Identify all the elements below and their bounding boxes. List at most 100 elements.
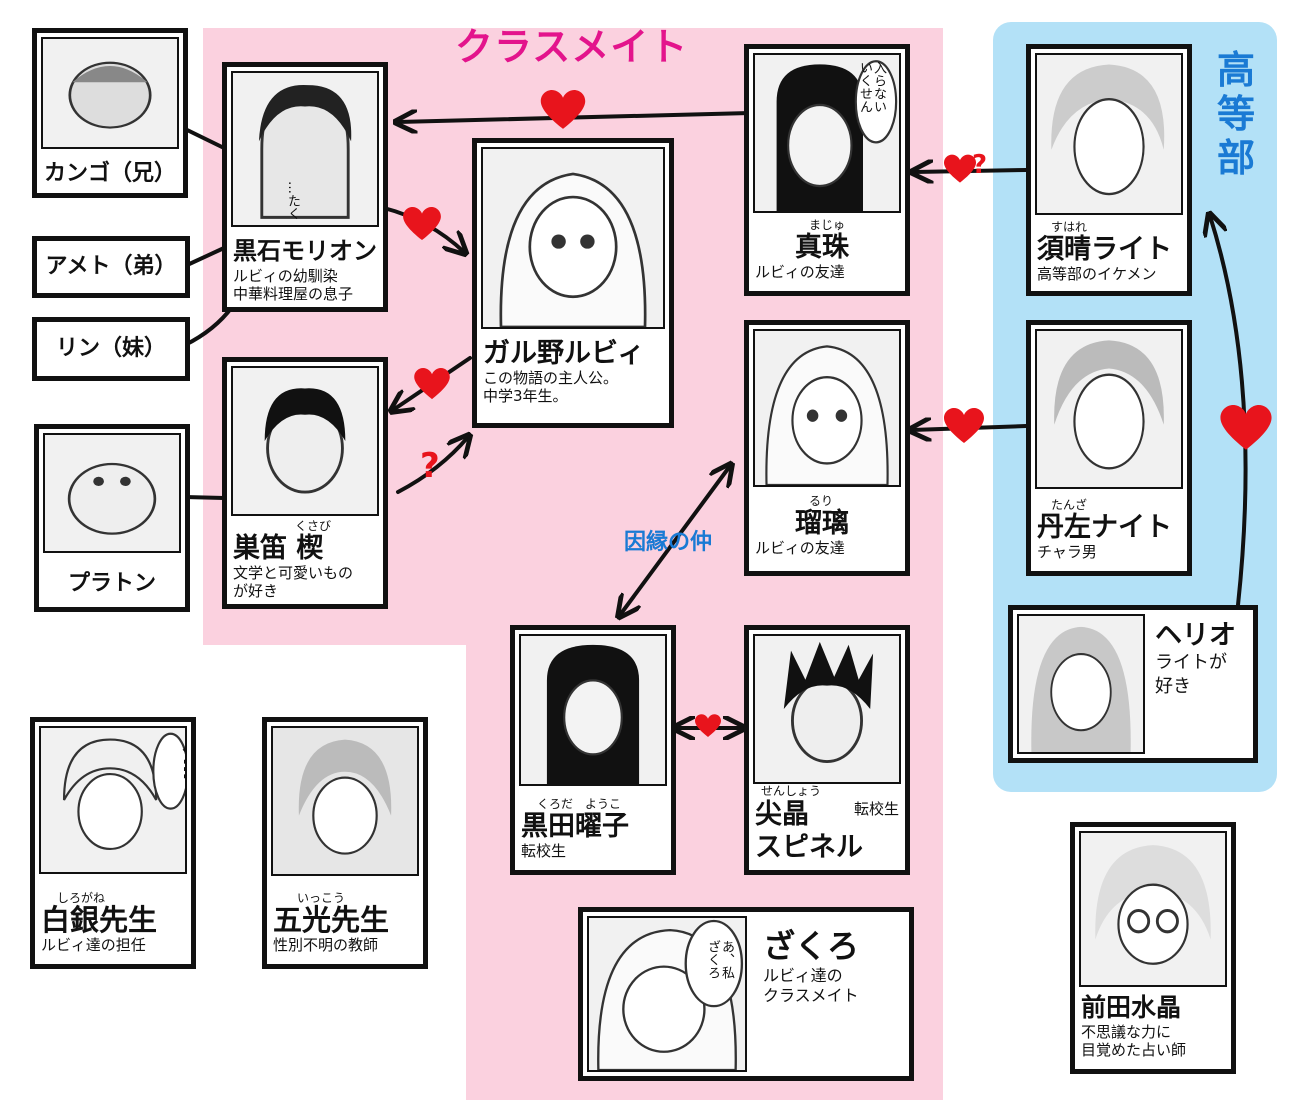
info: たんざ 丹左ナイト チャラ男 xyxy=(1037,498,1181,561)
card-ruri: るり 瑠璃 ルビィの友達 xyxy=(744,320,910,576)
name: ガル野ルビィ xyxy=(483,338,645,369)
card-shirogane: ぺ… しろがね 白銀先生 ルビィ達の担任 xyxy=(30,717,196,969)
description: チャラ男 xyxy=(1037,543,1097,561)
ameto-morion-line xyxy=(183,246,226,268)
info: ガル野ルビィ この物語の主人公。 中学3年生。 xyxy=(483,338,663,405)
yoko-ruri-fate-arrow xyxy=(620,466,730,615)
description: ルビィの幼馴染 中華料理屋の息子 xyxy=(233,267,354,303)
info: せんしょう 転校生 尖晶 スピネル xyxy=(755,784,899,864)
description: ルビィ達の クラスメイト xyxy=(763,966,859,1005)
name: 須晴ライト xyxy=(1037,234,1172,265)
furigana: たんざ xyxy=(1051,498,1088,512)
name: ヘリオ xyxy=(1155,620,1236,651)
card-ikko: いっこう 五光先生 性別不明の教師 xyxy=(262,717,428,969)
info: るり 瑠璃 ルビィの友達 xyxy=(755,494,899,557)
furigana: しろがね xyxy=(57,891,106,905)
description: 不思議な力に 目覚めた占い師 xyxy=(1081,1023,1187,1059)
question-icon: ? xyxy=(420,446,440,486)
info: しろがね 白銀先生 ルビィ達の担任 xyxy=(41,891,185,954)
portrait: 入らない いくせん xyxy=(753,53,901,213)
card-zakuro: あ、私 ざくろ ざくろ ルビィ達の クラスメイト xyxy=(578,907,914,1081)
info: いっこう 五光先生 性別不明の教師 xyxy=(273,891,417,954)
name: 五光先生 xyxy=(273,903,390,937)
name: 前田水晶 xyxy=(1081,993,1182,1022)
name: 瑠璃 xyxy=(795,508,849,539)
info: 黒石モリオン ルビィの幼馴染 中華料理屋の息子 xyxy=(233,236,377,303)
description: 高等部のイケメン xyxy=(1037,265,1157,283)
portrait xyxy=(1079,831,1227,987)
card-kango: カンゴ（兄） xyxy=(32,28,188,198)
furigana: まじゅ xyxy=(809,218,846,232)
description: ライトが 好き xyxy=(1155,652,1227,697)
description: 文学と可愛いもの が好き xyxy=(233,564,354,600)
card-shinju: 入らない いくせん まじゅ 真珠 ルビィの友達 xyxy=(744,44,910,296)
helio-to-light-arrow xyxy=(1210,216,1248,607)
kango-morion-line xyxy=(181,126,226,150)
description: ルビィ達の担任 xyxy=(41,936,146,954)
card-knight: たんざ 丹左ナイト チャラ男 xyxy=(1026,320,1192,576)
heart-icon xyxy=(540,90,586,129)
portrait xyxy=(41,37,179,149)
description: 性別不明の教師 xyxy=(273,936,379,954)
portrait xyxy=(481,147,665,329)
portrait: ぺ… xyxy=(39,726,187,874)
description: この物語の主人公。 中学3年生。 xyxy=(483,369,619,405)
question-icon: ? xyxy=(972,150,988,180)
kusabi-to-ruby-arrow xyxy=(396,437,468,494)
card-helio: ヘリオ ライトが 好き xyxy=(1008,605,1258,763)
portrait: あ、私 ざくろ xyxy=(587,916,747,1072)
card-suisho: 前田水晶 不思議な力に 目覚めた占い師 xyxy=(1070,822,1236,1074)
heart-icon xyxy=(944,408,984,443)
furigana: くろだ ようこ xyxy=(537,797,622,811)
furigana: いっこう xyxy=(297,891,346,905)
name: 白銀先生 xyxy=(41,903,158,937)
info: ヘリオ ライトが 好き xyxy=(1155,620,1236,699)
furigana: すはれ xyxy=(1051,220,1088,234)
rin-morion-line xyxy=(183,305,234,347)
portrait xyxy=(753,329,901,487)
card-spinel: せんしょう 転校生 尖晶 スピネル xyxy=(744,625,910,875)
highschool-title: 高等部 xyxy=(1216,48,1255,180)
card-light: すはれ 須晴ライト 高等部のイケメン xyxy=(1026,44,1192,296)
portrait xyxy=(1035,53,1183,215)
card-morion: …たく 黒石モリオン ルビィの幼馴染 中華料理屋の息子 xyxy=(222,62,388,312)
portrait xyxy=(43,433,181,553)
heart-icon xyxy=(695,714,721,738)
name: プラトン xyxy=(67,571,156,596)
description: ルビィの友達 xyxy=(755,539,845,557)
classmates-title: クラスメイト xyxy=(455,25,689,69)
name: ざくろ xyxy=(763,927,860,965)
info: 前田水晶 不思議な力に 目覚めた占い師 xyxy=(1081,992,1225,1059)
description: ルビィの友達 xyxy=(755,263,845,281)
portrait xyxy=(753,634,901,784)
info: すはれ 須晴ライト 高等部のイケメン xyxy=(1037,220,1181,283)
card-platon: プラトン xyxy=(34,424,190,612)
portrait: …たく xyxy=(231,71,379,227)
card-kusabi: くさび 巣笛 楔 文学と可愛いもの が好き xyxy=(222,357,388,609)
furigana: るり xyxy=(809,494,834,508)
portrait xyxy=(271,726,419,876)
heart-icon xyxy=(403,207,441,241)
furigana: くさび xyxy=(295,519,332,533)
furigana: せんしょう xyxy=(761,784,822,798)
name: 黒石モリオン xyxy=(233,237,377,265)
card-ruby: ガル野ルビィ この物語の主人公。 中学3年生。 xyxy=(472,138,674,428)
description: 転校生 xyxy=(853,800,899,818)
name: 尖晶 スピネル xyxy=(755,799,863,863)
name: 真珠 xyxy=(795,232,849,263)
info: くろだ ようこ 黒田曜子 転校生 xyxy=(521,797,665,860)
portrait xyxy=(1017,614,1145,754)
portrait xyxy=(231,366,379,516)
card-rin: リン（妹） xyxy=(32,317,190,381)
description: 転校生 xyxy=(521,842,567,860)
info: ざくろ ルビィ達の クラスメイト xyxy=(763,926,859,1006)
card-ameto: アメト（弟） xyxy=(32,236,190,298)
platon-kusabi-line xyxy=(183,495,226,500)
info: まじゅ 真珠 ルビィの友達 xyxy=(755,218,899,281)
name: 丹左ナイト xyxy=(1037,512,1172,543)
info: くさび 巣笛 楔 文学と可愛いもの が好き xyxy=(233,519,377,600)
name: カンゴ（兄） xyxy=(43,161,176,186)
fate-bond-label: 因縁の仲 xyxy=(624,530,713,555)
portrait xyxy=(1035,329,1183,489)
